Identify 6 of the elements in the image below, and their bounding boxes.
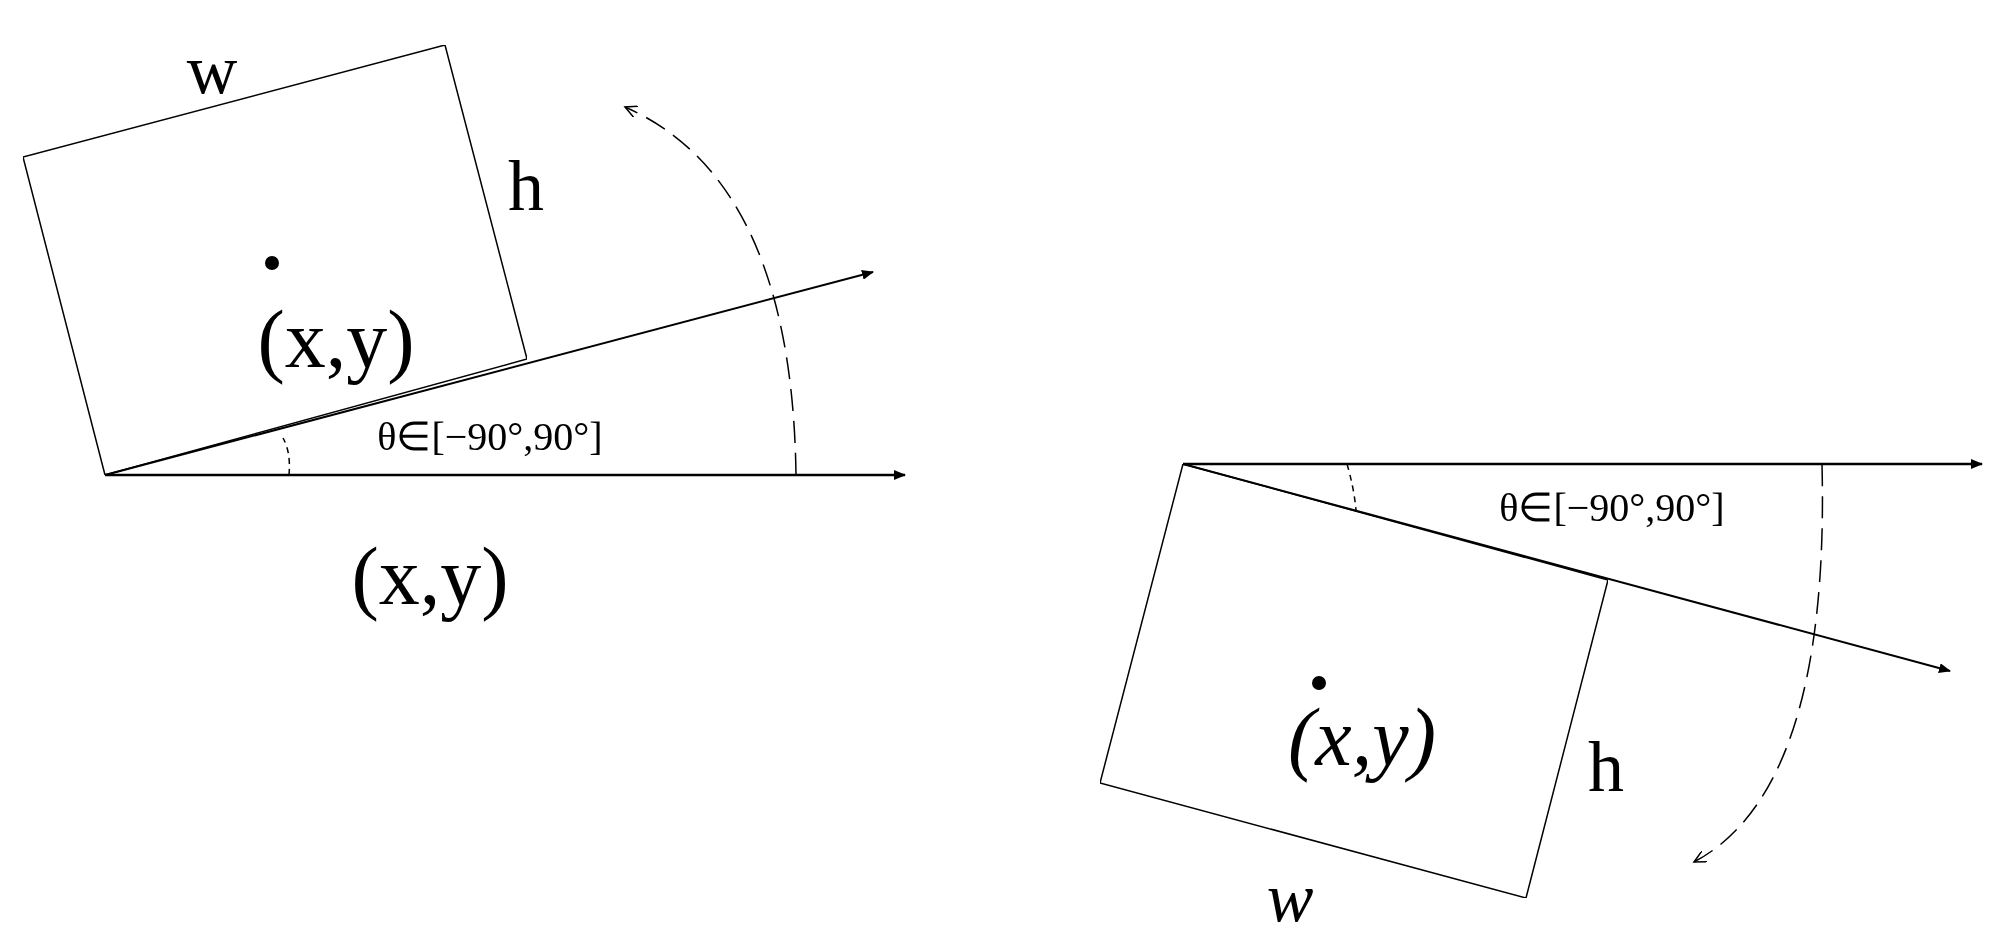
- angle-range-label: θ∈[−90°,90°]: [1499, 488, 1725, 528]
- dimension-label: h: [508, 150, 544, 222]
- dimension-label: h: [1588, 731, 1624, 803]
- angle-range-label: θ∈[−90°,90°]: [377, 417, 603, 457]
- dimension-label: w: [1266, 863, 1314, 933]
- dimension-label: w: [186, 35, 238, 105]
